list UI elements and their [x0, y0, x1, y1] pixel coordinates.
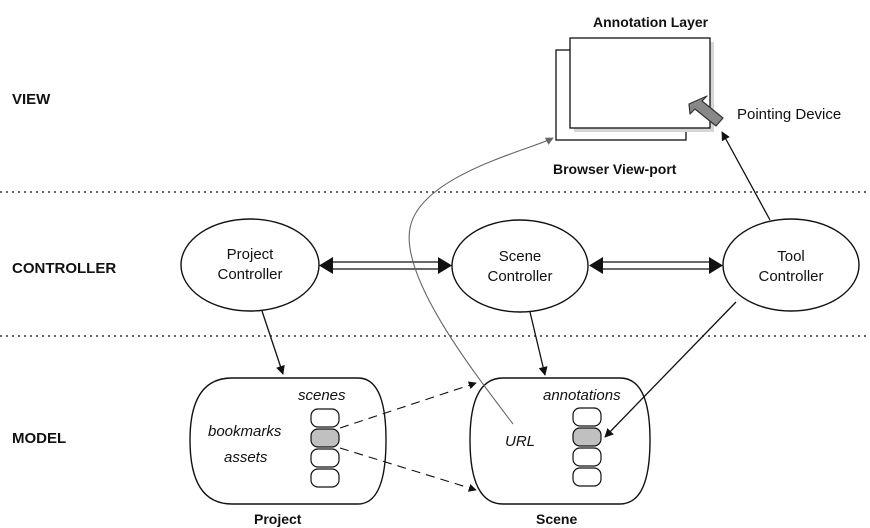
project-scenes-slot-3: [310, 448, 340, 468]
project-controller: Project Controller: [180, 218, 320, 312]
project-scenes-slot-2: [310, 428, 340, 448]
tool-controller: Tool Controller: [722, 218, 860, 312]
project-model-title: Project: [254, 511, 302, 527]
scene-annotations-slot-4: [572, 467, 602, 487]
scene-annotations-label: annotations: [543, 387, 621, 404]
tool-to-pointer-arrow: [721, 131, 771, 221]
project-scenes-slot-4: [310, 468, 340, 488]
annotation-layer-label: Annotation Layer: [593, 14, 709, 30]
scene-controller-label-line1: Scene: [499, 248, 542, 265]
scene-url-label: URL: [505, 433, 535, 450]
project-assets-label: assets: [224, 449, 268, 466]
project-bookmarks-label: bookmarks: [208, 423, 282, 440]
scene-model: annotations URL: [469, 377, 651, 505]
scene-annotations-slot-3: [572, 447, 602, 467]
pointing-device-label: Pointing Device: [737, 106, 841, 123]
project-scenes-slot-1: [310, 408, 340, 428]
tool-controller-label-line1: Tool: [777, 248, 805, 265]
browser-viewport-label: Browser View-port: [553, 161, 677, 177]
project-controller-to-model-arrow: [261, 310, 285, 375]
project-controller-ellipse: [180, 218, 320, 312]
pointing-device-icon: [688, 95, 724, 127]
scene-controller-ellipse: [451, 219, 589, 313]
layer-label-view: VIEW: [12, 91, 51, 108]
scene-annotations-slot-2: [572, 427, 602, 447]
annotation-layer-page: [569, 37, 711, 129]
project-scene-double-arrow: [319, 257, 452, 274]
project-model: scenes bookmarks assets: [189, 377, 387, 505]
scene-annotations-slot-1: [572, 407, 602, 427]
scene-model-shape: [469, 377, 651, 505]
tool-controller-ellipse: [722, 218, 860, 312]
layer-label-model: MODEL: [12, 430, 66, 447]
scenes-to-scene-dashed-arrow-top: [339, 381, 477, 429]
scene-tool-double-arrow: [589, 257, 723, 274]
project-scenes-label: scenes: [298, 387, 346, 404]
scenes-to-scene-dashed-arrow-bottom: [339, 447, 477, 492]
tool-controller-to-annotation-arrow: [604, 301, 737, 438]
scene-model-title: Scene: [536, 511, 577, 527]
url-to-viewport-curve: [408, 137, 554, 425]
project-model-shape: [189, 377, 387, 505]
browser-viewport: [555, 37, 714, 141]
project-controller-label-line2: Controller: [217, 266, 282, 283]
scene-controller-label-line2: Controller: [487, 268, 552, 285]
scene-controller-to-model-arrow: [529, 311, 548, 376]
scene-controller: Scene Controller: [451, 219, 589, 313]
project-controller-label-line1: Project: [227, 246, 275, 263]
tool-controller-label-line2: Controller: [758, 268, 823, 285]
layer-label-controller: CONTROLLER: [12, 260, 116, 277]
